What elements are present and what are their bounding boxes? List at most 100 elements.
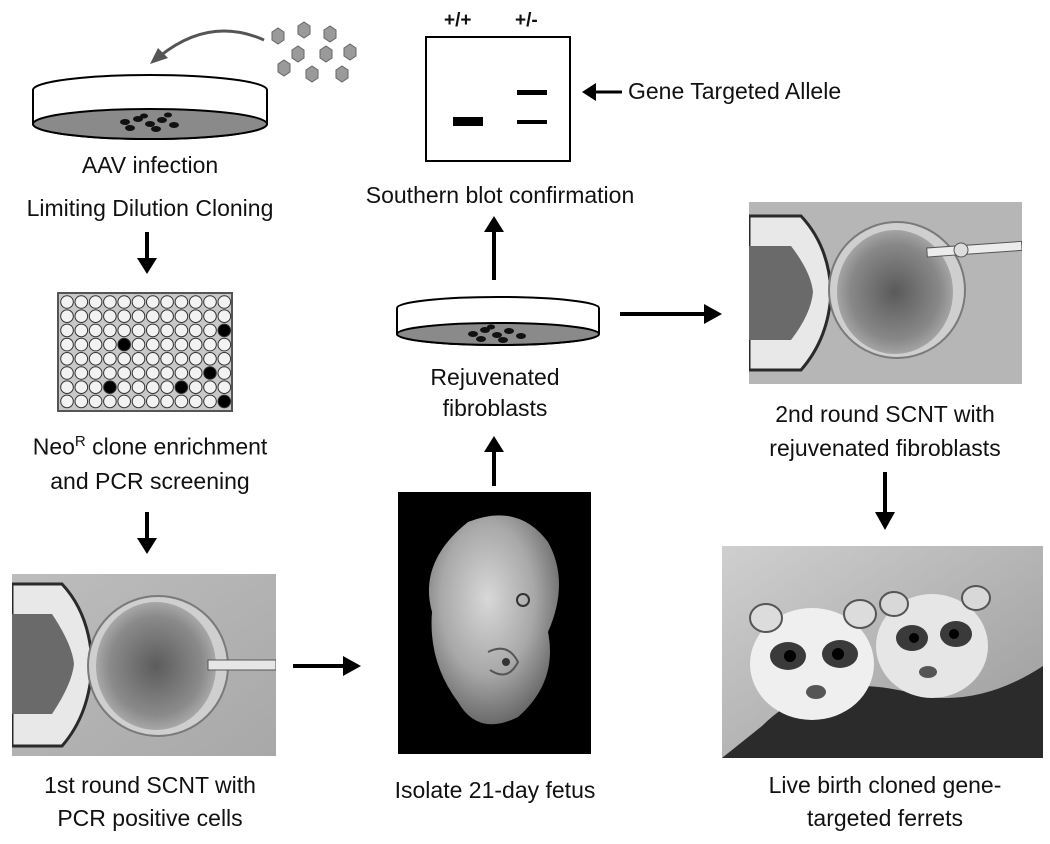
plate-well (146, 380, 160, 394)
scnt-micrograph-1 (12, 574, 276, 756)
southern-blot-label: Southern blot confirmation (365, 182, 635, 208)
plate-well (117, 337, 131, 352)
plate-well (217, 366, 232, 380)
birth-label-line2: targeted ferrets (807, 805, 963, 831)
arrow-down-icon (875, 472, 895, 530)
plate-well (174, 394, 189, 409)
plate-well (103, 309, 117, 324)
plate-well (117, 323, 131, 338)
arrow-up-icon (484, 436, 504, 486)
arrow-up-icon (484, 216, 504, 280)
plate-well (203, 323, 217, 338)
plate-well (60, 352, 74, 366)
plate-well (217, 323, 232, 338)
plate-well (203, 337, 217, 352)
plate-well (131, 337, 146, 352)
plate-well (60, 380, 74, 394)
plate-well (174, 309, 189, 324)
plate-well (131, 366, 146, 380)
aav-particles-icon (271, 21, 357, 83)
plate-well (74, 380, 89, 394)
ferrets-photo (722, 546, 1043, 758)
well-plate (57, 292, 233, 412)
plate-well (117, 295, 131, 309)
plate-well (103, 323, 117, 338)
plate-well (217, 352, 232, 366)
plate-well (117, 352, 131, 366)
plate-well (117, 394, 131, 409)
plate-well (203, 352, 217, 366)
gel-lane-het: +/- (515, 10, 538, 31)
arrow-right-icon (620, 304, 722, 324)
plate-well (188, 295, 203, 309)
arrow-left-icon (582, 83, 622, 101)
plate-well (131, 380, 146, 394)
plate-well (88, 394, 103, 409)
plate-well (146, 323, 160, 338)
plate-well (160, 366, 174, 380)
plate-well (103, 380, 117, 394)
plate-well (60, 295, 74, 309)
plate-well (88, 309, 103, 324)
pcr-screening-label: and PCR screening (50, 468, 250, 494)
plate-well (160, 309, 174, 324)
plate-well (188, 394, 203, 409)
plate-well (188, 380, 203, 394)
plate-well (217, 380, 232, 394)
aav-infection-label: AAV infection (81, 152, 219, 178)
plate-well (103, 295, 117, 309)
plate-well (117, 366, 131, 380)
scnt1-label-line2: PCR positive cells (57, 805, 243, 831)
petri-dish-infection (32, 74, 268, 140)
plate-well (188, 309, 203, 324)
plate-well (88, 323, 103, 338)
gel-lane-wt: +/+ (444, 10, 472, 31)
neo-clone-label: NeoR clone enrichment (0, 427, 300, 462)
plate-well (146, 337, 160, 352)
scnt2-label-line1: 2nd round SCNT with (775, 401, 995, 427)
plate-well (174, 352, 189, 366)
plate-well (74, 394, 89, 409)
plate-well (103, 352, 117, 366)
plate-well (74, 323, 89, 338)
plate-well (203, 295, 217, 309)
plate-well (174, 295, 189, 309)
arrow-right-icon (293, 656, 361, 676)
plate-well (74, 366, 89, 380)
plate-well (146, 295, 160, 309)
plate-well (60, 309, 74, 324)
plate-well (60, 323, 74, 338)
plate-well (131, 295, 146, 309)
plate-well (174, 366, 189, 380)
fetus-photo (398, 492, 591, 754)
plate-well (174, 323, 189, 338)
plate-well (203, 309, 217, 324)
plate-well (88, 337, 103, 352)
plate-well (60, 366, 74, 380)
plate-well (160, 295, 174, 309)
plate-well (103, 337, 117, 352)
plate-well (203, 394, 217, 409)
plate-well (217, 295, 232, 309)
arrow-down-icon (137, 512, 157, 554)
plate-well (146, 394, 160, 409)
plate-well (131, 309, 146, 324)
curved-arrow-icon (150, 29, 265, 64)
plate-well (188, 323, 203, 338)
plate-well (103, 366, 117, 380)
neo-superscript: R (74, 433, 86, 450)
neo-rest: clone enrichment (85, 433, 268, 460)
plate-well (146, 352, 160, 366)
plate-well (174, 337, 189, 352)
plate-well (146, 366, 160, 380)
limiting-dilution-label: Limiting Dilution Cloning (26, 195, 274, 221)
southern-blot-gel (425, 36, 571, 162)
plate-well (203, 366, 217, 380)
scnt-micrograph-2 (749, 202, 1022, 384)
plate-well (160, 337, 174, 352)
gene-targeted-allele-label: Gene Targeted Allele (628, 78, 842, 104)
plate-well (131, 323, 146, 338)
plate-well (188, 352, 203, 366)
plate-well (188, 337, 203, 352)
plate-well (188, 366, 203, 380)
